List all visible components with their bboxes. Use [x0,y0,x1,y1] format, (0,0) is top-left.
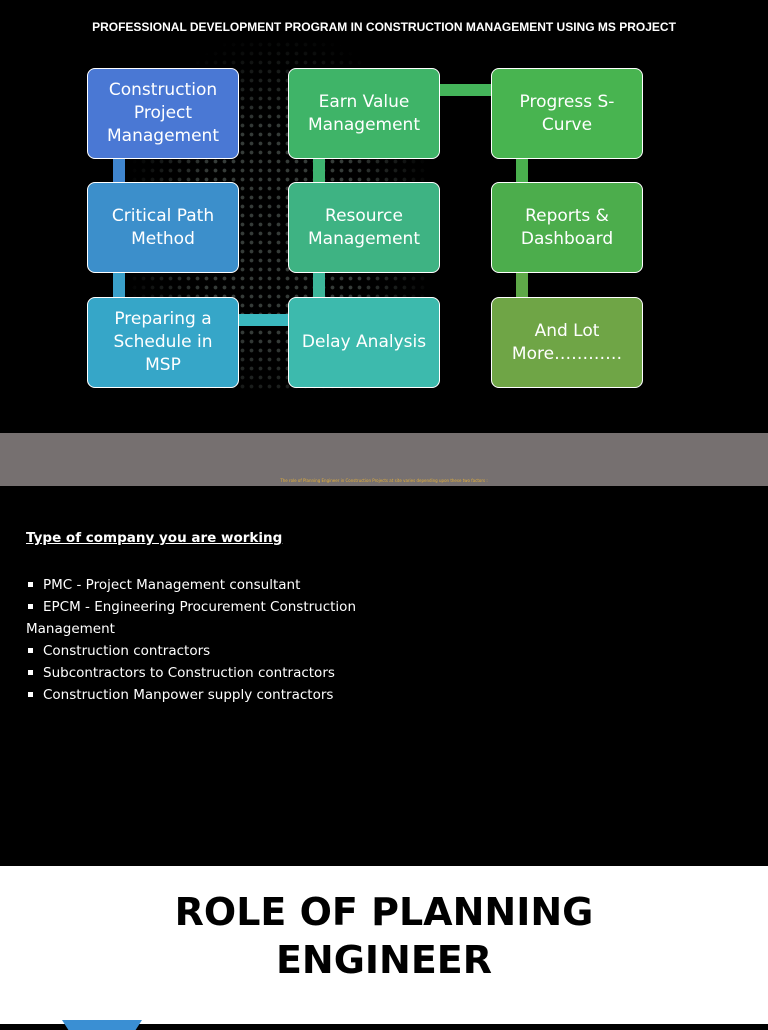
square-bullet-icon [28,647,33,653]
connector-reports-to-more [516,272,528,298]
square-bullet-icon [28,669,33,675]
connector-schedule-to-delay [238,314,290,326]
list-item-text: Construction Manpower supply contractors [43,687,334,703]
role-title-line-1: ROLE OF PLANNING [174,890,594,934]
role-title-line-2: ENGINEER [275,938,493,982]
node-reports-dashboard: Reports & Dashboard [491,182,643,273]
slide-role-title: ROLE OF PLANNING ENGINEER [0,866,768,1030]
list-item: Construction Manpower supply contractors [26,684,426,706]
section-heading: Type of company you are working [26,530,283,546]
list-item: EPCM - Engineering Procurement Construct… [26,596,426,640]
node-progress-s-curve: Progress S-Curve [491,68,643,159]
list-item-text: Construction contractors [43,643,211,659]
connector-progress-to-reports [516,158,528,184]
slide-program-overview: PROFESSIONAL DEVELOPMENT PROGRAM IN CONS… [0,0,768,433]
band-caption: The role of Planning Engineer in Constru… [280,478,488,483]
role-title: ROLE OF PLANNING ENGINEER [0,888,768,984]
slide-company-types: Type of company you are working PMC - Pr… [0,486,768,866]
list-item: Subcontractors to Construction contracto… [26,662,426,684]
blue-accent-shape [62,1020,142,1030]
slide-title: PROFESSIONAL DEVELOPMENT PROGRAM IN CONS… [92,20,676,34]
node-critical-path-method: Critical Path Method [87,182,239,273]
node-construction-project-management: Construction Project Management [87,68,239,159]
square-bullet-icon [28,581,33,587]
list-item-text: EPCM - Engineering Procurement Construct… [26,599,356,637]
company-type-list: PMC - Project Management consultant EPCM… [26,574,426,706]
square-bullet-icon [28,603,33,609]
connector-critical-path-to-schedule [113,272,125,298]
connector-resource-to-earn-value [313,158,325,184]
list-item: PMC - Project Management consultant [26,574,426,596]
node-earn-value-management: Earn Value Management [288,68,440,159]
node-resource-management: Resource Management [288,182,440,273]
node-delay-analysis: Delay Analysis [288,297,440,388]
connector-delay-to-resource [313,272,325,298]
list-item-text: PMC - Project Management consultant [43,577,301,593]
node-preparing-schedule-msp: Preparing a Schedule in MSP [87,297,239,388]
connector-earn-value-to-progress [440,84,493,96]
grey-separator-band [0,433,768,486]
list-item-text: Subcontractors to Construction contracto… [43,665,335,681]
square-bullet-icon [28,691,33,697]
list-item: Construction contractors [26,640,426,662]
connector-cpm-to-critical-path [113,158,125,184]
node-and-lot-more: And Lot More………… [491,297,643,388]
